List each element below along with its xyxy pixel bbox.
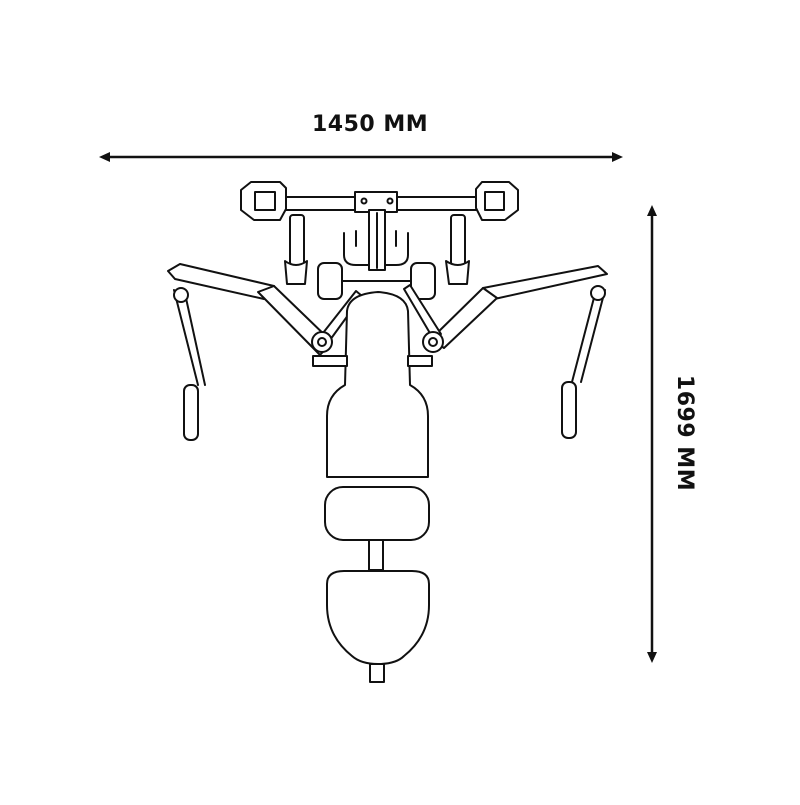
left-handle-bar-2 <box>183 288 206 386</box>
seat-pad <box>324 486 430 541</box>
right-horn-base <box>445 260 470 285</box>
right-handle-bar-2 <box>580 289 606 383</box>
right-inner-arm <box>430 287 498 349</box>
left-horn-base <box>284 260 308 285</box>
seat-back-side-right <box>407 355 433 367</box>
seat-post <box>368 539 384 571</box>
left-pivot <box>311 331 333 353</box>
left-side-handle <box>183 384 199 441</box>
right-weight-horn <box>450 214 466 266</box>
foot-post <box>369 663 385 683</box>
right-side-handle <box>561 381 577 439</box>
right-handle-bar <box>571 289 597 383</box>
right-handle-joint <box>590 285 606 301</box>
width-dimension-label: 1450 MM <box>312 112 429 137</box>
left-roller-pad <box>317 262 343 300</box>
left-pivot-inner <box>317 337 327 347</box>
right-front-link <box>403 284 442 341</box>
machine-outline <box>167 181 608 683</box>
right-upper-arm <box>482 265 608 301</box>
left-handle-bar <box>173 289 199 386</box>
left-weight-horn <box>289 214 305 266</box>
seat-back-side-left <box>312 355 348 367</box>
top-center-bolt <box>360 197 368 205</box>
right-pivot-inner <box>428 337 438 347</box>
seat-back <box>326 291 429 478</box>
left-handle-joint <box>173 287 189 303</box>
center-inner-hooks <box>355 230 397 247</box>
right-pivot <box>422 331 444 353</box>
foot-pad <box>326 570 430 665</box>
height-dimension-label: 1699 MM <box>672 374 697 492</box>
top-center-bolt-2 <box>386 197 394 205</box>
dimension-lines <box>99 152 657 663</box>
right-top-handle-slot <box>484 191 505 211</box>
left-top-handle-slot <box>254 191 276 211</box>
